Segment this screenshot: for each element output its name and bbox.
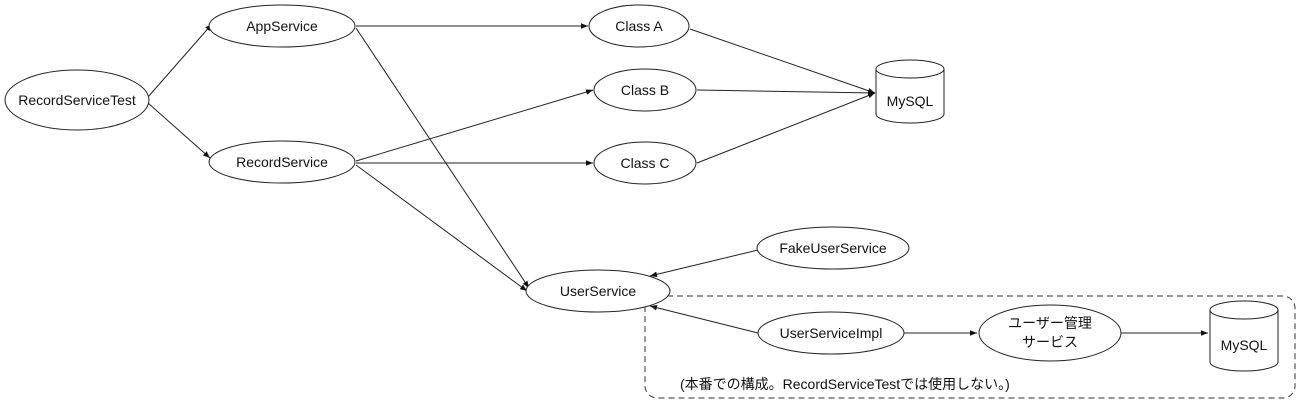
edges bbox=[147, 23, 1208, 336]
node-label: Class B bbox=[621, 82, 669, 98]
node-label: AppService bbox=[246, 18, 318, 34]
edge-classc-mysql bbox=[696, 92, 876, 164]
node-classb: Class B bbox=[593, 68, 697, 112]
node-label: Class A bbox=[615, 18, 663, 34]
node-label: RecordService bbox=[236, 154, 328, 170]
node-label-line1: ユーザー管理 bbox=[1008, 315, 1092, 331]
node-appservice: AppService bbox=[208, 4, 356, 48]
production-config-note: (本番での構成。RecordServiceTestでは使用しない。) bbox=[680, 376, 1010, 392]
edge-userserviceimpl-userservice bbox=[649, 304, 759, 334]
edge-recordservicetest-appservice bbox=[147, 23, 213, 98]
edge-fakeuserservice-userservice bbox=[649, 249, 759, 278]
edge-classb-mysql bbox=[696, 89, 876, 96]
node-fakeuserservice: FakeUserService bbox=[756, 226, 910, 270]
database-icon bbox=[1209, 310, 1279, 372]
edge-appservice-userservice bbox=[355, 27, 530, 289]
node-label: RecordServiceTest bbox=[18, 92, 136, 108]
node-label: Class C bbox=[620, 155, 669, 171]
edge-recordservice-userservice bbox=[355, 164, 528, 292]
node-recordservicetest: RecordServiceTest bbox=[4, 69, 150, 131]
node-label: FakeUserService bbox=[779, 240, 887, 256]
node-label: MySQL bbox=[1221, 337, 1268, 353]
edge-recordservice-classb bbox=[355, 89, 594, 162]
production-config-group bbox=[644, 295, 1296, 399]
node-label: UserService bbox=[560, 283, 636, 299]
edge-classa-mysql bbox=[689, 28, 876, 94]
node-mysql-main: MySQL bbox=[875, 59, 945, 124]
node-classc: Class C bbox=[593, 141, 697, 185]
node-userservice: UserService bbox=[525, 269, 671, 313]
node-userserviceimpl: UserServiceImpl bbox=[757, 311, 905, 355]
node-recordservice: RecordService bbox=[208, 140, 356, 184]
node-label-line2: サービス bbox=[1022, 334, 1078, 350]
node-mysql-prod: MySQL bbox=[1209, 300, 1279, 372]
node-label: MySQL bbox=[887, 93, 934, 109]
edge-recordservicetest-recordservice bbox=[147, 102, 211, 159]
node-classa: Class A bbox=[588, 4, 690, 48]
database-icon bbox=[875, 69, 945, 124]
node-label: UserServiceImpl bbox=[780, 325, 883, 341]
node-user-management-service: ユーザー管理 サービス bbox=[978, 304, 1122, 362]
